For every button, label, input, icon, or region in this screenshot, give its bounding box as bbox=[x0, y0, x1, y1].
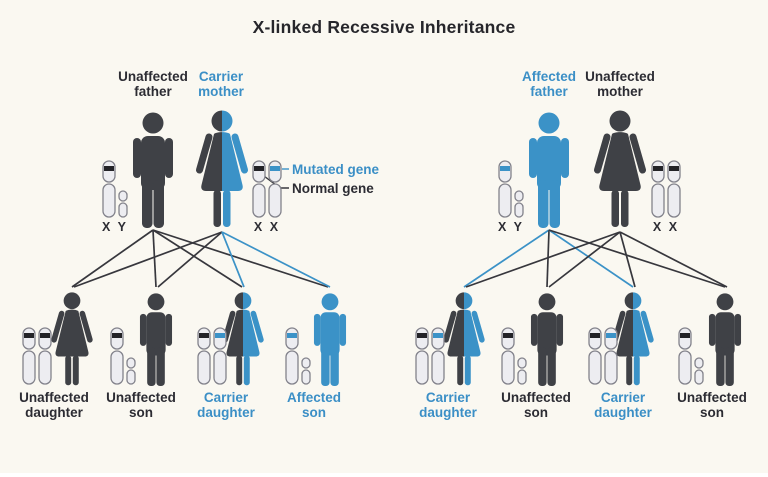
bottom-strip bbox=[0, 473, 768, 477]
left-mother-label: Carrier mother bbox=[171, 69, 271, 99]
right-child3-label: Carrier daughter bbox=[573, 390, 673, 420]
left-unaffected-daughter-figure-icon bbox=[51, 292, 93, 386]
label-line-1: Unaffected bbox=[19, 390, 89, 405]
label-line-1: Affected bbox=[286, 390, 341, 405]
diagram-title: X-linked Recessive Inheritance bbox=[252, 17, 516, 37]
left-father-male-figure-icon bbox=[133, 112, 173, 228]
left-affected-son-figure-icon bbox=[313, 293, 347, 386]
right-mother-female-figure-icon bbox=[594, 110, 646, 227]
left-mother-xx-chromosomes-icon bbox=[252, 160, 282, 218]
label-line-2: daughter bbox=[25, 405, 83, 421]
right-mother-xx-chromosomes-icon bbox=[651, 160, 681, 218]
right-unaffected-son1-figure-icon bbox=[530, 293, 564, 386]
left-child3-label: Carrier daughter bbox=[176, 390, 276, 420]
right-child4-label: Unaffected son bbox=[662, 390, 762, 420]
right-mother-label: Unaffected mother bbox=[570, 69, 670, 99]
label-line-2: mother bbox=[597, 84, 643, 100]
label-line-2: daughter bbox=[594, 405, 652, 421]
left-father-xy-label: X Y bbox=[102, 220, 128, 234]
label-line-2: daughter bbox=[197, 405, 255, 421]
left-mother-xx-label: X X bbox=[253, 220, 281, 234]
left-child1-label: Unaffected daughter bbox=[4, 390, 104, 420]
label-line-1: Carrier bbox=[600, 390, 646, 405]
right-mother-xx-label: X X bbox=[652, 220, 680, 234]
right-carrier-daughter2-xx-chromosomes-icon bbox=[588, 327, 618, 385]
label-line-1: Carrier bbox=[198, 69, 244, 84]
right-child2-label: Unaffected son bbox=[486, 390, 586, 420]
left-unaffected-son-xy-chromosomes-icon bbox=[110, 327, 136, 385]
right-child1-label: Carrier daughter bbox=[398, 390, 498, 420]
left-child4-label: Affected son bbox=[264, 390, 364, 420]
label-line-2: son bbox=[699, 405, 724, 421]
label-line-1: Unaffected bbox=[118, 69, 188, 84]
right-carrier-daughter1-figure-icon bbox=[443, 292, 485, 386]
right-carrier-daughter2-figure-icon bbox=[612, 292, 654, 386]
mutated-gene-label: Mutated gene bbox=[292, 162, 380, 177]
label-line-1: Unaffected bbox=[501, 390, 571, 405]
right-unaffected-son1-xy-chromosomes-icon bbox=[501, 327, 527, 385]
left-father-label: Unaffected father bbox=[103, 69, 203, 99]
left-mother-female-figure-icon bbox=[196, 110, 248, 227]
right-carrier-daughter1-xx-chromosomes-icon bbox=[415, 327, 445, 385]
left-child2-label: Unaffected son bbox=[91, 390, 191, 420]
right-father-male-figure-icon bbox=[529, 112, 569, 228]
left-father-xy-chromosomes-icon bbox=[102, 160, 128, 218]
left-carrier-daughter-xx-chromosomes-icon bbox=[197, 327, 227, 385]
label-line-2: mother bbox=[198, 84, 244, 100]
normal-gene-label: Normal gene bbox=[292, 181, 374, 196]
label-line-1: Carrier bbox=[203, 390, 249, 405]
label-line-1: Unaffected bbox=[677, 390, 747, 405]
label-line-1: Affected bbox=[521, 69, 576, 84]
right-father-label: Affected father bbox=[499, 69, 599, 99]
left-unaffected-daughter-xx-chromosomes-icon bbox=[22, 327, 52, 385]
right-unaffected-son2-xy-chromosomes-icon bbox=[678, 327, 704, 385]
right-father-xy-chromosomes-icon bbox=[498, 160, 524, 218]
label-line-2: son bbox=[523, 405, 548, 421]
label-line-2: father bbox=[530, 84, 568, 100]
left-unaffected-son-figure-icon bbox=[139, 293, 173, 386]
left-affected-son-xy-chromosomes-icon bbox=[285, 327, 311, 385]
right-father-xy-label: X Y bbox=[498, 220, 524, 234]
left-carrier-daughter-figure-icon bbox=[222, 292, 264, 386]
label-line-1: Unaffected bbox=[106, 390, 176, 405]
label-line-1: Unaffected bbox=[585, 69, 655, 84]
label-line-1: Carrier bbox=[425, 390, 471, 405]
right-unaffected-son2-figure-icon bbox=[708, 293, 742, 386]
label-line-2: son bbox=[301, 405, 326, 421]
label-line-2: father bbox=[134, 84, 172, 100]
label-line-2: daughter bbox=[419, 405, 477, 421]
label-line-2: son bbox=[128, 405, 153, 421]
